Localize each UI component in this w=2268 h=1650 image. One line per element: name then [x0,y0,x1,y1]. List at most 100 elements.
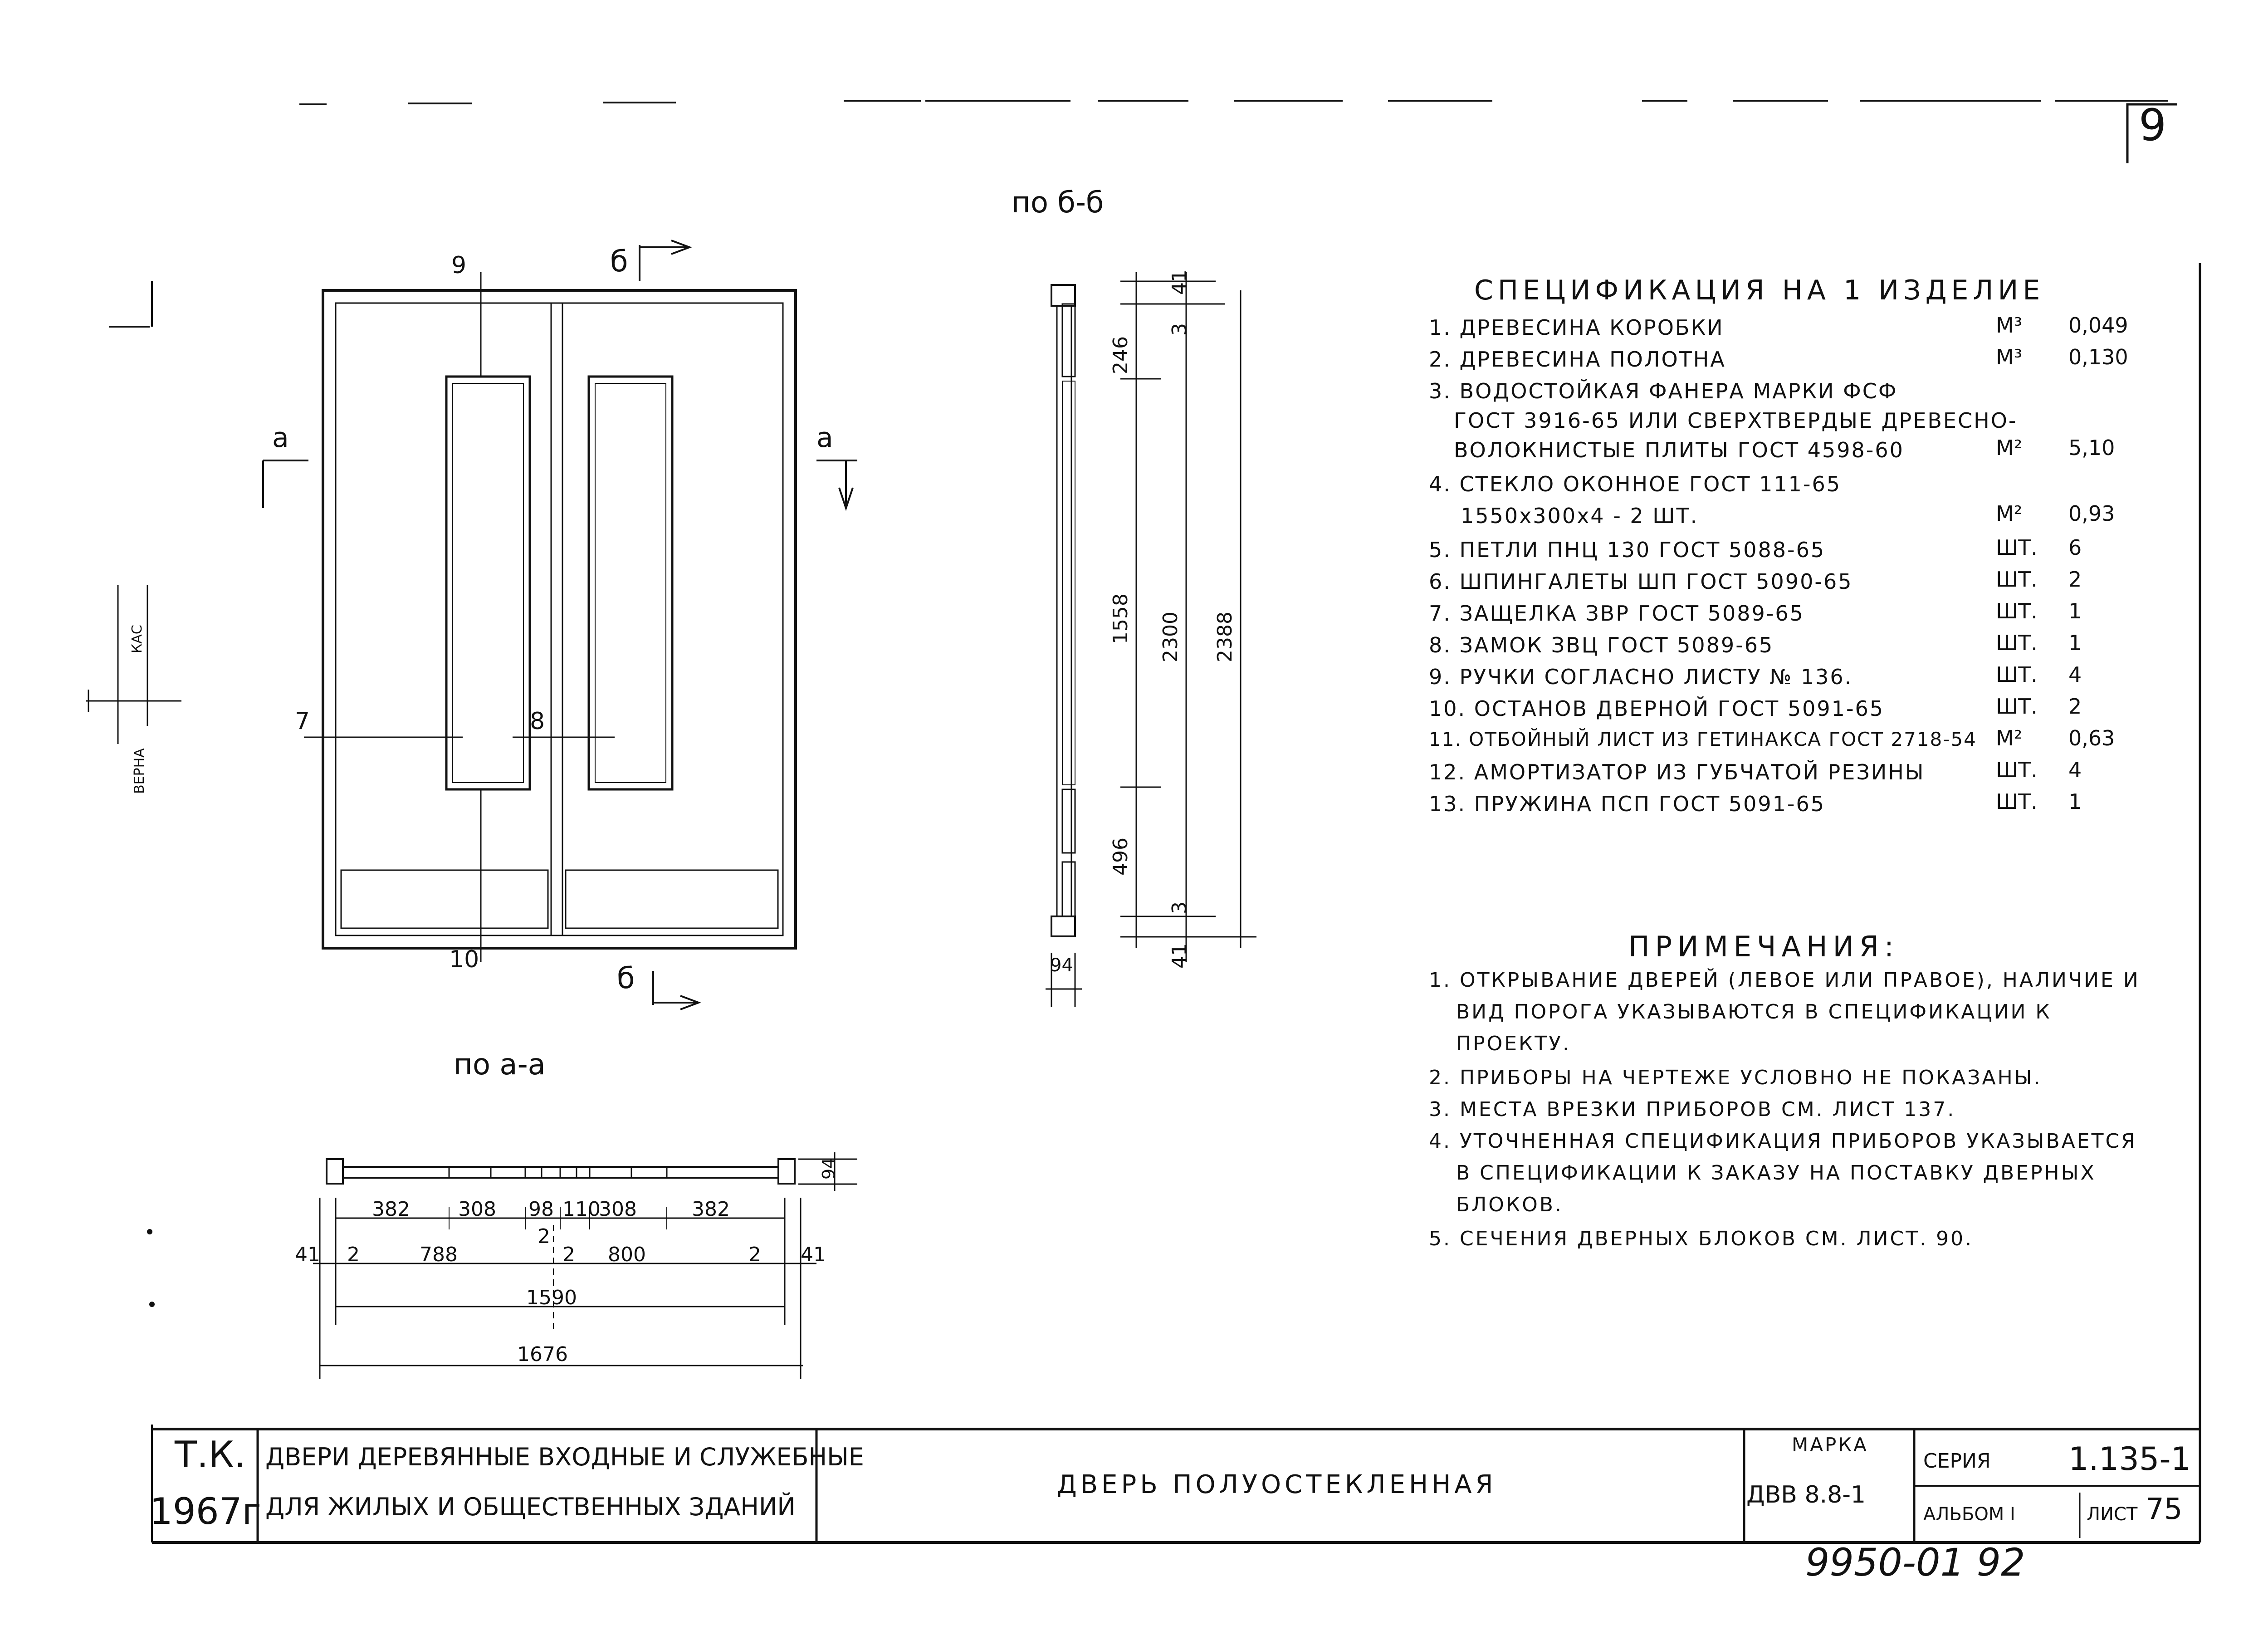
spec-row-qty: 0,130 [2068,345,2128,369]
dim-aa-r2-2: 788 [420,1243,458,1266]
spec-row-text: 3. ВОДОСТОЙКАЯ ФАНЕРА МАРКИ ФСФ [1429,379,1898,403]
margin-dot [149,1302,155,1307]
dim-aa-r2-5: 2 [748,1243,761,1266]
spec-row-unit: М² [1996,726,2023,750]
spec-row-unit: М³ [1996,345,2023,369]
note-line: 2. ПРИБОРЫ НА ЧЕРТЕЖЕ УСЛОВНО НЕ ПОКАЗАН… [1429,1066,2042,1089]
top-border-dashes [299,100,2168,105]
spec-row-qty: 4 [2068,758,2082,782]
dim-aa-r1-0: 382 [372,1198,410,1221]
note-line: 1. ОТКРЫВАНИЕ ДВЕРЕЙ (ЛЕВОЕ ИЛИ ПРАВОЕ),… [1429,969,2140,992]
side-stamp-line1: ВЕРНА [132,748,147,794]
note-line: В СПЕЦИФИКАЦИИ К ЗАКАЗУ НА ПОСТАВКУ ДВЕР… [1456,1161,2096,1185]
cut-b-bottom-label: б [617,962,635,995]
spec-row-qty: 1 [2068,631,2082,655]
side-stamp-lines [86,585,181,744]
callout-8: 8 [530,708,545,735]
dim-aa-r2-3: 2 [562,1243,575,1266]
spec-row-qty: 4 [2068,662,2082,687]
tb-series-name-2: ДЛЯ ЖИЛЫХ И ОБЩЕСТВЕННЫХ ЗДАНИЙ [265,1493,796,1521]
spec-row-text: ВОЛОКНИСТЫЕ ПЛИТЫ ГОСТ 4598-60 [1454,438,1904,462]
spec-row-text: 1550х300х4 - 2 ШТ. [1461,504,1699,528]
spec-row-unit: ШТ. [1996,631,2038,655]
dim-bb-top-3: 3 [1168,323,1191,336]
section-bb-drawing [1046,272,1256,1007]
dim-aa-r1-1: 308 [458,1198,496,1221]
dim-aa-mid-2: 2 [538,1225,550,1248]
note-line: ПРОЕКТУ. [1456,1032,1571,1055]
tb-mark-label: МАРКА [1792,1434,1868,1456]
spec-row-qty: 0,93 [2068,501,2115,526]
tb-sheet-value: 75 [2146,1493,2183,1526]
tb-year: 1967г [150,1490,261,1532]
spec-row-qty: 1 [2068,599,2082,623]
section-aa-drawing [313,1152,857,1379]
spec-row-unit: ШТ. [1996,789,2038,814]
dim-bb-246: 246 [1109,336,1132,374]
corner-number-box [2126,103,2177,163]
notes-title: ПРИМЕЧАНИЯ: [1628,930,1899,963]
spec-row-text: 13. ПРУЖИНА ПСП ГОСТ 5091-65 [1429,792,1825,816]
spec-row-unit: М³ [1996,313,2023,338]
corner-sheet-number: 9 [2139,100,2167,151]
margin-dot [147,1229,152,1234]
spec-row-text: 11. ОТБОЙНЫЙ ЛИСТ ИЗ ГЕТИНАКСА ГОСТ 2718… [1429,728,1977,750]
dim-aa-r2-1: 2 [347,1243,360,1266]
door-front-elevation [262,240,857,1010]
spec-row-text: 2. ДРЕВЕСИНА ПОЛОТНА [1429,347,1726,372]
callout-7: 7 [295,708,310,735]
spec-row-unit: ШТ. [1996,535,2038,560]
tb-drawing-name: ДВЕРЬ ПОЛУОСТЕКЛЕННАЯ [1057,1470,1497,1499]
note-line: ВИД ПОРОГА УКАЗЫВАЮТСЯ В СПЕЦИФИКАЦИИ К [1456,1000,2052,1023]
callout-10: 10 [449,946,479,973]
section-aa-title: по а-а [454,1048,546,1082]
cut-b-top-label: б [610,245,628,279]
spec-row-qty: 2 [2068,694,2082,719]
dim-bb-depth: 94 [1050,955,1073,976]
dim-bb-bottom-3: 3 [1168,901,1191,914]
spec-row-text: ГОСТ 3916-65 ИЛИ СВЕРХТВЕРДЫЕ ДРЕВЕСНО- [1454,408,2018,433]
tb-series-value: 1.135-1 [2068,1440,2191,1478]
dim-bb-bottom-41: 41 [1168,943,1191,969]
note-line: 3. МЕСТА ВРЕЗКИ ПРИБОРОВ СМ. ЛИСТ 137. [1429,1098,1956,1121]
dim-aa-r1-4: 308 [599,1198,637,1221]
title-block-frame [152,1428,2200,1544]
cut-a-right-label: а [816,422,833,454]
spec-row-text: 6. ШПИНГАЛЕТЫ ШП ГОСТ 5090-65 [1429,569,1853,594]
dim-aa-r2-6: 41 [801,1243,826,1266]
dim-bb-2300: 2300 [1159,612,1182,662]
spec-row-qty: 1 [2068,789,2082,814]
spec-row-qty: 2 [2068,567,2082,592]
spec-row-qty: 0,049 [2068,313,2128,338]
side-stamp-line2: КАС [129,625,145,653]
dim-aa-r1-3: 110 [562,1198,601,1221]
tb-album-label: АЛЬБОМ I [1923,1504,2015,1525]
spec-row-text: 10. ОСТАНОВ ДВЕРНОЙ ГОСТ 5091-65 [1429,696,1885,721]
spec-row-unit: ШТ. [1996,694,2038,719]
tb-sheet-label: ЛИСТ [2087,1504,2138,1525]
archive-stamp-number: 9950-01 92 [1805,1540,2025,1585]
dim-bb-2388: 2388 [1213,612,1237,662]
spec-row-unit: М² [1996,501,2023,526]
spec-row-qty: 6 [2068,535,2082,560]
dim-aa-r2-4: 800 [608,1243,646,1266]
spec-row-qty: 0,63 [2068,726,2115,750]
spec-row-unit: М² [1996,436,2023,460]
cut-a-left-label: а [272,422,289,454]
spec-row-unit: ШТ. [1996,758,2038,782]
spec-row-text: 8. ЗАМОК ЗВЦ ГОСТ 5089-65 [1429,633,1774,657]
dim-aa-depth: 94 [819,1157,839,1180]
tb-mark-value: ДВВ 8.8-1 [1746,1481,1866,1508]
callout-9: 9 [451,252,467,279]
note-line: 5. СЕЧЕНИЯ ДВЕРНЫХ БЛОКОВ СМ. ЛИСТ. 90. [1429,1227,1974,1250]
spec-row-unit: ШТ. [1996,567,2038,592]
dim-bb-496: 496 [1109,837,1132,876]
spec-row-qty: 5,10 [2068,436,2115,460]
note-line: БЛОКОВ. [1456,1193,1563,1216]
tb-series-name-1: ДВЕРИ ДЕРЕВЯННЫЕ ВХОДНЫЕ И СЛУЖЕБНЫЕ [265,1443,864,1471]
spec-row-text: 7. ЗАЩЕЛКА ЗВР ГОСТ 5089-65 [1429,601,1804,626]
spec-title: СПЕЦИФИКАЦИЯ НА 1 ИЗДЕЛИЕ [1474,274,2045,306]
dim-aa-r2-0: 41 [295,1243,320,1266]
spec-row-text: 9. РУЧКИ СОГЛАСНО ЛИСТУ № 136. [1429,665,1853,689]
